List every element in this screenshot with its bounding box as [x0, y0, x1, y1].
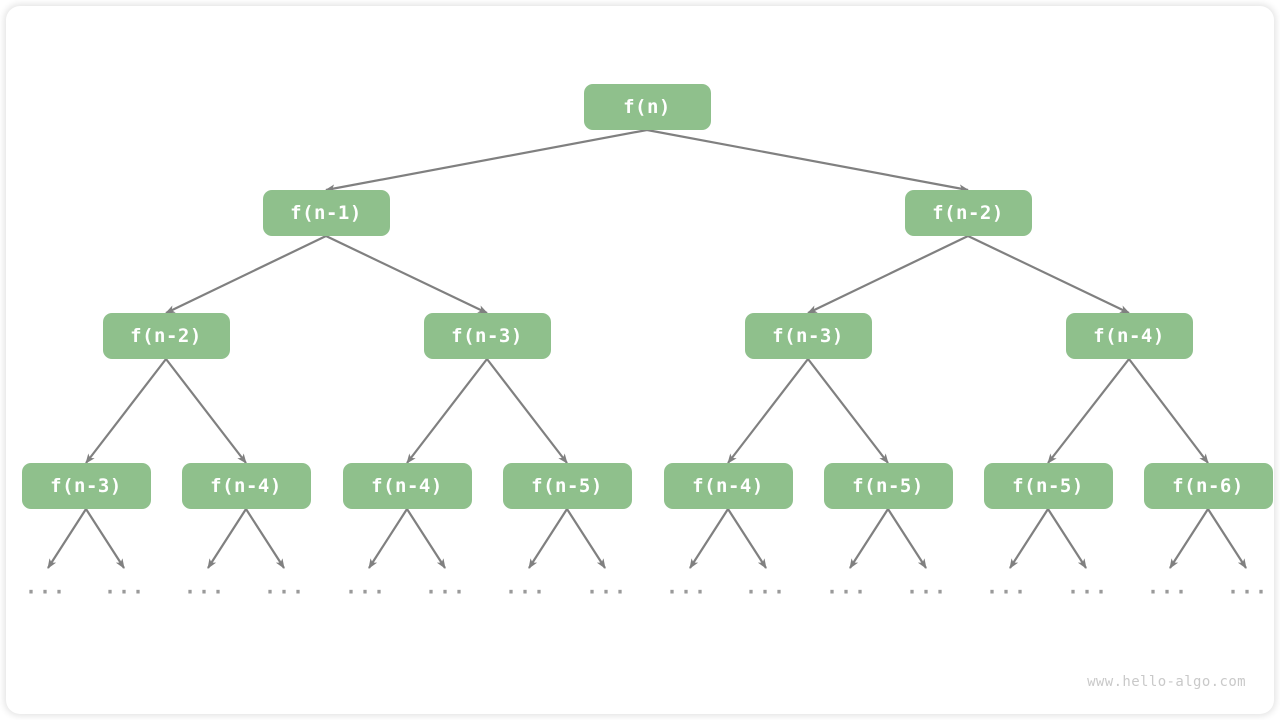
tree-edge: [689, 508, 729, 569]
tree-node: f(n-2): [904, 190, 1032, 236]
tree-node: f(n-4): [342, 463, 472, 509]
tree-edge: [1047, 358, 1130, 464]
watermark: www.hello-algo.com: [1087, 674, 1246, 690]
tree-edge: [807, 235, 969, 314]
tree-edge: [1047, 508, 1087, 569]
tree-edge: [85, 358, 167, 464]
tree-edge: [325, 235, 488, 314]
tree-edge: [207, 508, 247, 569]
tree-node: f(n-5): [502, 463, 632, 509]
tree-edge: [1128, 358, 1209, 464]
tree-edge: [967, 235, 1130, 314]
tree-node: f(n-1): [262, 190, 390, 236]
diagram-card: f(n) f(n-1) f(n-2) f(n-2) f(n-3) f(n-3) f(n-4)…: [6, 6, 1274, 714]
ellipsis-marker: ···: [424, 580, 468, 604]
tree-node: f(n): [583, 84, 711, 130]
tree-edge: [1009, 508, 1049, 569]
tree-node: f(n-5): [983, 463, 1113, 509]
tree-node: f(n-3): [21, 463, 151, 509]
tree-edge: [47, 508, 87, 569]
ellipsis-marker: ···: [344, 580, 388, 604]
tree-edge: [646, 128, 969, 193]
ellipsis-marker: ···: [744, 580, 788, 604]
tree-node: f(n-2): [102, 313, 230, 359]
ellipsis-marker: ···: [504, 580, 548, 604]
tree-edge: [406, 358, 488, 464]
ellipsis-marker: ···: [1066, 580, 1110, 604]
tree-edge: [486, 358, 568, 464]
ellipsis-marker: ···: [585, 580, 629, 604]
tree-node: f(n-5): [823, 463, 953, 509]
tree-edge: [727, 508, 767, 569]
tree-edge: [85, 508, 125, 569]
tree-edge: [849, 508, 889, 569]
tree-node: f(n-4): [663, 463, 793, 509]
tree-node: f(n-4): [181, 463, 311, 509]
tree-edge: [406, 508, 446, 569]
tree-node: f(n-4): [1065, 313, 1193, 359]
tree-node: f(n-3): [744, 313, 872, 359]
tree-edge: [727, 358, 809, 464]
ellipsis-marker: ···: [103, 580, 147, 604]
tree-edge: [807, 358, 889, 464]
tree-node: f(n-3): [423, 313, 551, 359]
tree-edge: [325, 128, 648, 193]
tree-edge: [165, 358, 247, 464]
tree-edge: [1207, 508, 1247, 569]
ellipsis-marker: ···: [1146, 580, 1190, 604]
tree-edge: [368, 508, 408, 569]
ellipsis-marker: ···: [665, 580, 709, 604]
tree-edge: [887, 508, 927, 569]
ellipsis-marker: ···: [905, 580, 949, 604]
tree-edge: [245, 508, 285, 569]
ellipsis-marker: ···: [1226, 580, 1270, 604]
tree-edge: [528, 508, 568, 569]
tree-edge: [566, 508, 606, 569]
tree-edge: [165, 235, 327, 314]
ellipsis-marker: ···: [183, 580, 227, 604]
ellipsis-marker: ···: [985, 580, 1029, 604]
ellipsis-marker: ···: [24, 580, 68, 604]
tree-node: f(n-6): [1143, 463, 1273, 509]
ellipsis-marker: ···: [263, 580, 307, 604]
tree-edge: [1169, 508, 1209, 569]
ellipsis-marker: ···: [825, 580, 869, 604]
